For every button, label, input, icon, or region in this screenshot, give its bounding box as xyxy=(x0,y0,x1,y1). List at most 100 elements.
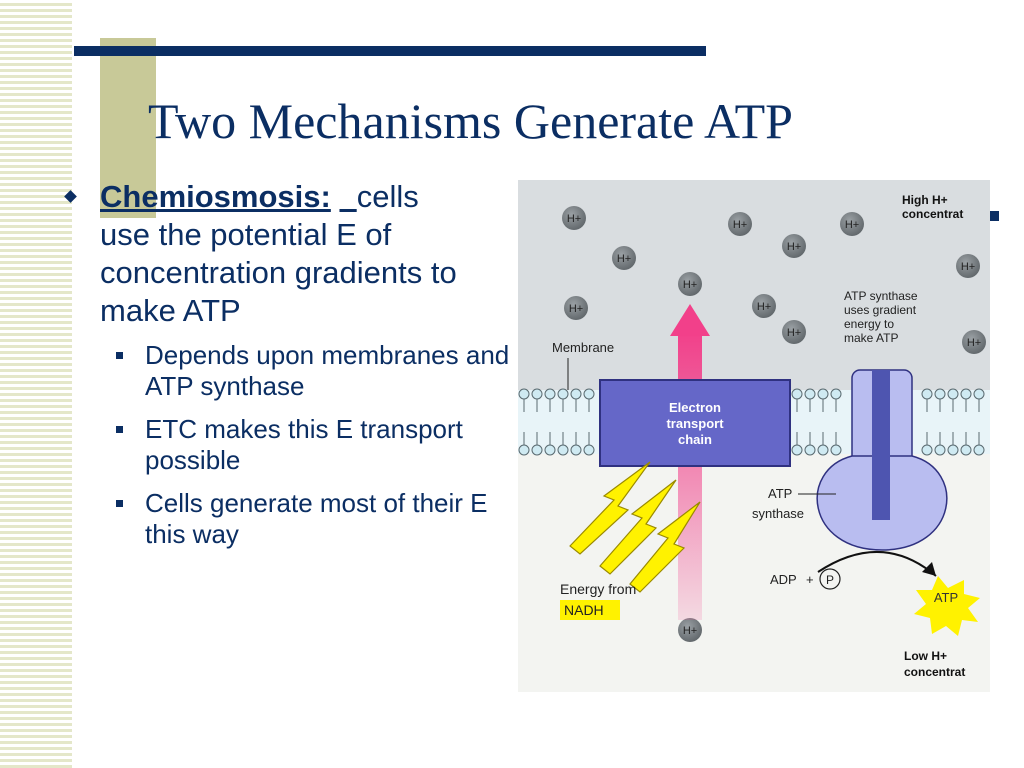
membrane-pointer: Membrane xyxy=(552,340,614,390)
synthase-note-line-2: uses gradient xyxy=(844,303,917,317)
adp-plus-p: ADP + P xyxy=(770,568,841,590)
ion-12: H+ xyxy=(678,618,702,642)
lipid-head xyxy=(973,444,985,456)
lipid-head xyxy=(791,388,803,400)
term-underline-gap xyxy=(339,179,356,214)
ion-8: H+ xyxy=(564,296,588,320)
low-label-line-1: Low H+ xyxy=(904,649,947,663)
synthase-stalk xyxy=(872,370,890,520)
atp-synthase-pointer: ATP synthase xyxy=(752,486,836,521)
ion-label: H+ xyxy=(733,219,747,231)
striped-side-band xyxy=(0,0,72,768)
slide-body: Chemiosmosis: cells use the potential E … xyxy=(62,178,512,562)
ion-label: H+ xyxy=(569,303,583,315)
adp-label: ADP xyxy=(770,572,797,587)
ion-6: H+ xyxy=(956,254,980,278)
etc-label-1: Electron xyxy=(669,400,721,415)
lipid-head xyxy=(518,388,530,400)
ion-2: H+ xyxy=(728,212,752,236)
arrow-shaft xyxy=(678,332,702,620)
lipid-head xyxy=(973,388,985,400)
lipid-head xyxy=(934,388,946,400)
lipid-head xyxy=(531,388,543,400)
lipid-head xyxy=(960,444,972,456)
ion-label: H+ xyxy=(683,279,697,291)
ion-label: H+ xyxy=(617,253,631,265)
term-chemiosmosis: Chemiosmosis: xyxy=(100,179,331,214)
ion-7: H+ xyxy=(678,272,702,296)
etc-label-3: chain xyxy=(678,432,712,447)
atp-synthase-label-2: synthase xyxy=(752,506,804,521)
rotation-arrow xyxy=(817,551,937,577)
ion-3: H+ xyxy=(840,212,864,236)
low-label-line-2: concentrat xyxy=(904,665,965,679)
lipid-head xyxy=(934,444,946,456)
ion-label: H+ xyxy=(961,261,975,273)
sub-bullet-3: Cells generate most of their E this way xyxy=(102,488,512,550)
electron-transport-chain: Electron transport chain xyxy=(599,379,791,467)
sub-bullet-2: ETC makes this E transport possible xyxy=(102,414,512,476)
ion-9: H+ xyxy=(752,294,776,318)
sub-bullet-text: Cells generate most of their E this way xyxy=(145,488,488,549)
arrow-head xyxy=(670,304,710,336)
square-bullet-icon xyxy=(116,500,123,507)
ion-label: H+ xyxy=(845,219,859,231)
ion-label: H+ xyxy=(787,327,801,339)
sub-bullet-text: Depends upon membranes and ATP synthase xyxy=(145,340,510,401)
lipid-head xyxy=(557,444,569,456)
plus-label: + xyxy=(806,572,814,587)
sub-bullet-text: ETC makes this E transport possible xyxy=(145,414,463,475)
phosphate-label: P xyxy=(826,573,834,587)
lipid-head xyxy=(518,444,530,456)
lipid-head xyxy=(921,444,933,456)
lipid-head xyxy=(817,444,829,456)
high-label-line-2: concentrat xyxy=(902,207,963,221)
atp-star: ATP xyxy=(914,576,980,636)
lipid-head xyxy=(830,388,842,400)
lipid-head xyxy=(583,444,595,456)
ion-label: H+ xyxy=(787,241,801,253)
lipid-head xyxy=(804,388,816,400)
atp-synthase xyxy=(816,369,948,551)
lipid-head xyxy=(531,444,543,456)
ion-11: H+ xyxy=(962,330,986,354)
main-bullet: Chemiosmosis: cells use the potential E … xyxy=(62,178,512,330)
slide-title: Two Mechanisms Generate ATP xyxy=(148,93,793,149)
lipid-head xyxy=(544,388,556,400)
ion-label: H+ xyxy=(757,301,771,313)
low-concentration-label: Low H+ concentrat xyxy=(904,649,965,679)
lipid-head xyxy=(830,444,842,456)
synthase-note-line-3: energy to xyxy=(844,317,894,331)
energy-zigzags xyxy=(569,461,701,593)
synthase-note-line-1: ATP synthase xyxy=(844,289,918,303)
energy-label: Energy from xyxy=(560,581,636,597)
etc-label-2: transport xyxy=(666,416,724,431)
synthase-note: ATP synthase uses gradient energy to mak… xyxy=(844,289,918,345)
lipid-head xyxy=(947,388,959,400)
chemiosmosis-diagram: H+ H+ H+ H+ H+ H+ H+ H+ H+ H+ H+ H+ Elec… xyxy=(518,180,990,692)
lipid-head xyxy=(570,388,582,400)
lipid-head xyxy=(544,444,556,456)
ion-1: H+ xyxy=(562,206,586,230)
trailing-dot xyxy=(989,211,999,221)
sub-bullet-1: Depends upon membranes and ATP synthase xyxy=(102,340,512,402)
lipid-head xyxy=(791,444,803,456)
ion-label: H+ xyxy=(567,213,581,225)
olive-accent-block xyxy=(100,38,156,218)
energy-from-nadh: Energy from NADH xyxy=(560,581,636,620)
diagram-top-background xyxy=(518,180,990,390)
lipid-head xyxy=(921,388,933,400)
lipid-head xyxy=(960,388,972,400)
high-concentration-label: High H+ concentrat xyxy=(902,193,963,221)
synthase-note-line-4: make ATP xyxy=(844,331,898,345)
square-bullet-icon xyxy=(116,426,123,433)
square-bullet-icon xyxy=(116,352,123,359)
diamond-bullet-icon xyxy=(64,190,77,203)
sub-bullet-list: Depends upon membranes and ATP synthase … xyxy=(62,340,512,550)
ion-10: H+ xyxy=(782,320,806,344)
membrane-lipids xyxy=(518,388,985,456)
bullet-text-first: cells xyxy=(356,179,419,214)
title-rule xyxy=(74,46,706,56)
ion-5: H+ xyxy=(612,246,636,270)
ion-4: H+ xyxy=(782,234,806,258)
